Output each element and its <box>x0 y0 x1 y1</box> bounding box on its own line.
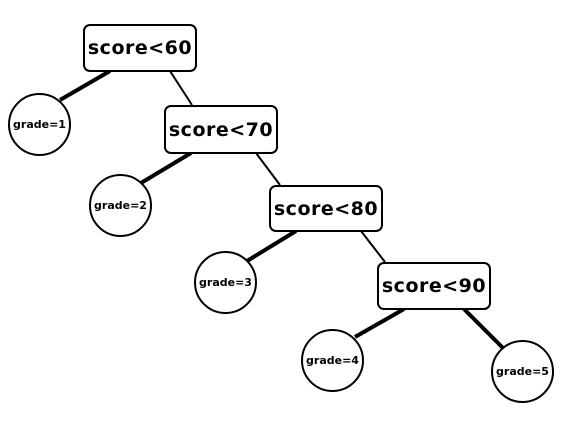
decision-node-score60: score<60 <box>83 24 197 72</box>
edge-score80-grade3 <box>245 229 298 263</box>
leaf-node-grade2: grade=2 <box>89 174 152 237</box>
decision-node-score80: score<80 <box>269 185 383 232</box>
edge-score60-score70 <box>169 70 193 106</box>
leaf-node-grade5: grade=5 <box>491 340 554 403</box>
edge-score90-grade4 <box>354 307 405 339</box>
edge-score70-grade2 <box>139 151 193 185</box>
leaf-node-grade1: grade=1 <box>8 93 71 156</box>
edge-score80-score90 <box>360 230 386 263</box>
leaf-node-grade3: grade=3 <box>194 251 257 314</box>
decision-node-score90: score<90 <box>377 262 491 310</box>
decision-node-score70: score<70 <box>164 105 278 154</box>
edge-score70-score80 <box>255 152 281 186</box>
edge-score90-grade5 <box>462 307 505 350</box>
edge-score60-grade1 <box>58 69 112 102</box>
leaf-node-grade4: grade=4 <box>301 329 364 392</box>
